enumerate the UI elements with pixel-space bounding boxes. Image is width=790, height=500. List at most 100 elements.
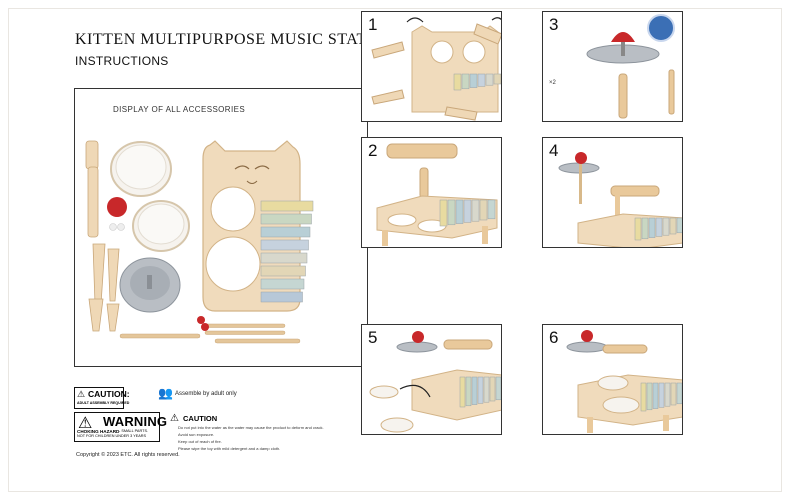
leg-peg: [371, 41, 405, 59]
xylophone-key: [652, 382, 659, 409]
xylophone-key: [669, 217, 677, 235]
xylophone-key: [676, 382, 682, 405]
arrow-icon: [399, 384, 431, 398]
stand-rod: [615, 190, 620, 220]
xylophone-key: [485, 73, 494, 86]
xylophone-key: [641, 217, 649, 240]
cat-mouth: [246, 180, 258, 184]
leg: [587, 417, 593, 433]
xylophone-key: [493, 73, 501, 85]
cymbal: [396, 341, 438, 353]
step-4-panel: 4: [542, 137, 683, 248]
xylophone-key: [439, 199, 448, 227]
xylophone-key: [483, 376, 490, 403]
step-5-illustration: [369, 331, 501, 433]
drum-stand-rod: [443, 339, 493, 350]
page-title: KITTEN MULTIPURPOSE MUSIC STATION: [75, 31, 397, 48]
caution-title: CAUTION: [183, 414, 218, 423]
warning-title: WARNING: [103, 414, 168, 429]
step-1-illustration: [371, 17, 501, 121]
safety-warnings: ⚠ CAUTION: ADULT ASSEMBLY REQUIRED 👥 Ass…: [74, 384, 368, 464]
cymbal-post: [147, 275, 152, 289]
xylophone-key: [465, 376, 472, 407]
warning-detail-2: NOT FOR CHILDREN UNDER 3 YEARS: [77, 434, 147, 438]
cymbal-post: [621, 42, 625, 56]
step-number: 2: [368, 141, 378, 160]
caution-small-text: ADULT ASSEMBLY REQUIRED: [77, 401, 130, 405]
xylophone-key: [260, 265, 306, 277]
xylophone: [260, 200, 314, 303]
arrow-icon: [406, 17, 424, 23]
step-number: 6: [549, 328, 559, 347]
step-6-illustration: [566, 330, 682, 433]
drum: [602, 396, 640, 414]
caution-adult-box: ⚠ CAUTION: ADULT ASSEMBLY REQUIRED: [74, 387, 130, 409]
xylophone-key: [471, 376, 478, 405]
caution-item: Keep out of reach of fire.: [178, 439, 222, 444]
xylophone-key: [477, 376, 484, 404]
drum: [380, 417, 414, 433]
leg: [382, 230, 388, 246]
accessories-label: DISPLAY OF ALL ACCESSORIES: [113, 105, 246, 114]
board-hole: [462, 40, 486, 64]
xylophone-key: [260, 252, 308, 264]
step-number: 5: [368, 328, 378, 347]
cymbal-cap: [611, 32, 635, 42]
xylophone-key: [648, 217, 656, 238]
stand-rod: [618, 73, 628, 119]
xylophone-key: [658, 382, 665, 408]
xylophone-key: [487, 199, 496, 220]
caution-small-title: CAUTION:: [88, 389, 130, 399]
step-2-illustration: [376, 143, 498, 246]
small-washer: [117, 223, 125, 231]
warning-box: ⚠ WARNING CHOKING HAZARD - SMALL PARTS. …: [74, 412, 167, 442]
cymbal-detail-icon: [647, 14, 675, 42]
drum-head: [137, 203, 185, 245]
drum: [369, 385, 399, 399]
drum-stand-rod: [602, 344, 648, 354]
adult-child-icon: 👥: [158, 386, 173, 400]
xylophone-key: [477, 73, 486, 87]
caution-item: Please wipe the toy with mild detergent …: [178, 446, 281, 451]
xylophone-key: [670, 382, 677, 406]
xylophone-key: [260, 200, 314, 212]
leg-peg: [92, 243, 106, 305]
xylophone-key: [664, 382, 671, 407]
drumstick: [214, 338, 301, 344]
caution-item: Do not put into the water as the water m…: [178, 425, 324, 430]
mallet-tip: [197, 316, 205, 324]
cat-eyes: [234, 165, 270, 170]
cymbal-cap: [575, 152, 587, 164]
xylophone-key: [471, 199, 480, 222]
stand-rod: [668, 69, 675, 115]
leg-peg: [444, 106, 478, 121]
leg-peg: [106, 303, 120, 332]
cymbal-cap: [581, 330, 593, 342]
cymbal: [566, 341, 608, 353]
leg-peg: [371, 89, 405, 105]
drumstick: [119, 333, 201, 339]
step-number: 4: [549, 141, 559, 160]
warning-triangle-icon: ⚠: [78, 415, 93, 432]
warning-triangle-icon: ⚠: [77, 389, 86, 399]
drum-stand-rod: [610, 185, 660, 197]
warning-hazard: CHOKING HAZARD: [77, 429, 120, 434]
caution-triangle-icon: ⚠: [170, 413, 179, 424]
page-frame: [8, 8, 782, 492]
step-6-panel: 6: [542, 324, 683, 435]
xylophone-key: [640, 382, 647, 412]
step-4-illustration: [558, 152, 682, 247]
accessories-panel: DISPLAY OF ALL ACCESSORIES: [74, 88, 368, 367]
cymbal-cap: [412, 331, 424, 343]
stand-rod: [419, 167, 429, 199]
xylophone-key: [455, 199, 464, 224]
step-2-panel: 2: [361, 137, 502, 248]
drum-head: [115, 144, 167, 190]
xylophone-key: [260, 213, 312, 225]
step-3-panel: 3 ×2: [542, 11, 683, 122]
step-1-panel: 1: [361, 11, 502, 122]
drum-stand-rod: [87, 166, 99, 238]
caution-item: Avoid sun exposure.: [178, 432, 215, 437]
xylophone-key: [260, 226, 311, 238]
